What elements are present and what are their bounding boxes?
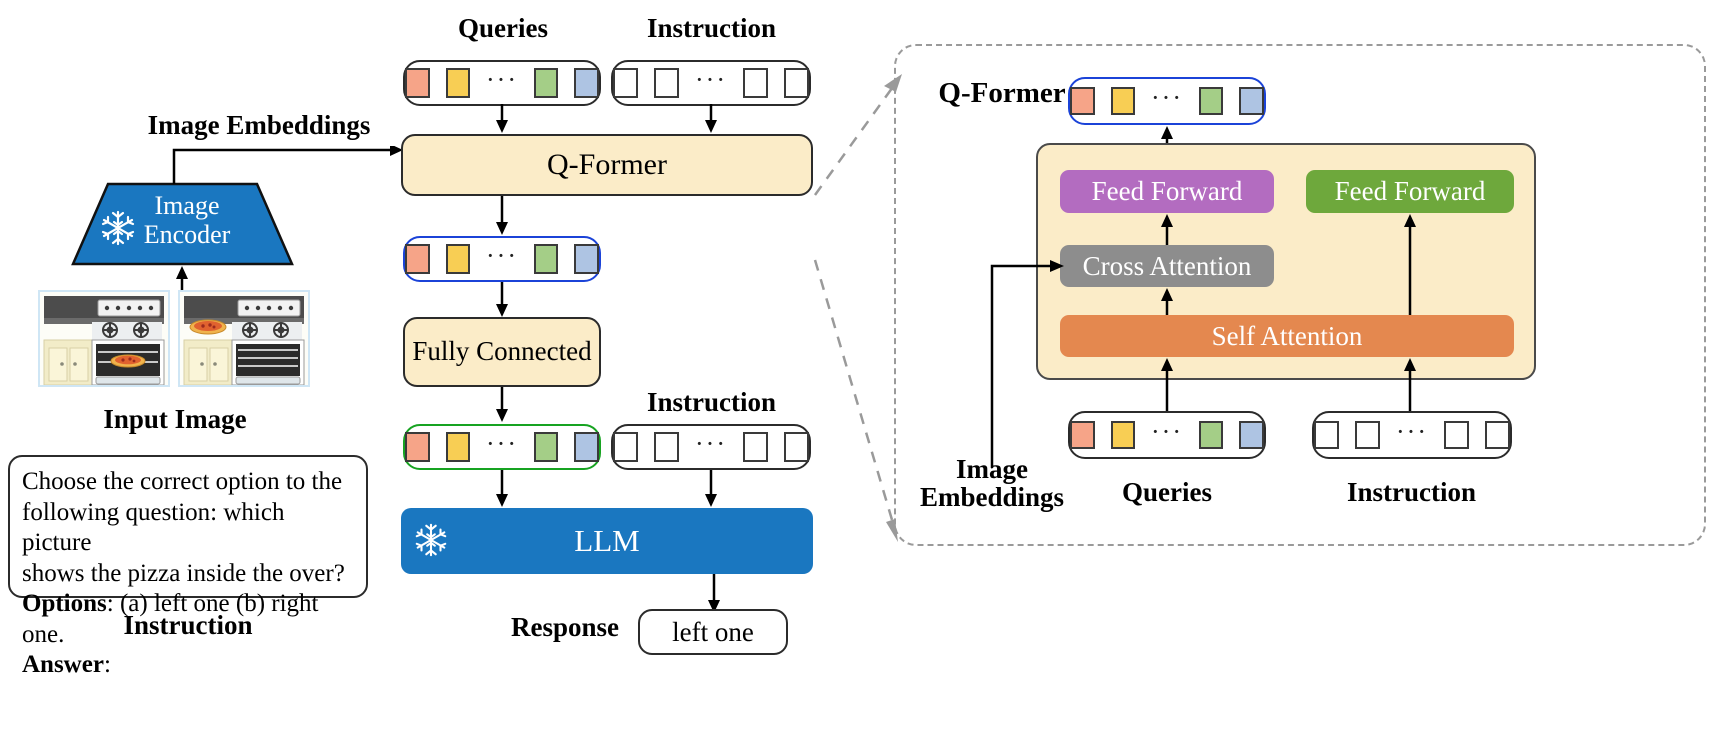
response-value-pill[interactable]: left one: [638, 609, 788, 655]
query-token-4: [574, 68, 599, 98]
arrow-instruction-to-qformer: [705, 104, 717, 133]
query-token-4: [574, 432, 599, 462]
instruction-line-2: following question: which picture: [22, 498, 285, 557]
response-label: Response: [510, 612, 619, 642]
query-token-3: [533, 244, 559, 274]
qformer-output-token-strip[interactable]: ···: [403, 236, 601, 282]
instruction-token-1: [613, 432, 638, 462]
query-token-2: [445, 432, 470, 462]
instruction-token-3: [1443, 421, 1469, 449]
instruction-options-line: Options: (a) left one (b) right one.: [22, 589, 354, 650]
right-image-embeddings-label: Image Embeddings: [919, 454, 1065, 513]
instruction-token-4: [783, 68, 809, 98]
query-token-3: [533, 68, 559, 98]
image-embeddings-label: Image Embeddings: [147, 110, 371, 140]
image-encoder-block[interactable]: [70, 182, 295, 267]
image-encoder-label: Image Encoder: [143, 191, 231, 249]
arrow-queries-to-qformer: [496, 104, 508, 133]
qformer-detail-output-tokens[interactable]: ···: [1068, 77, 1266, 125]
arrow-image-embeddings-to-cross-attention: [990, 260, 1064, 468]
arrow-instruction-to-llm: [705, 470, 717, 507]
query-token-4: [1239, 87, 1264, 115]
instruction-caption: Instruction: [123, 610, 253, 640]
snowflake-icon: [101, 210, 135, 246]
right-queries-label: Queries: [1122, 477, 1212, 507]
arrow-tokens-to-fully-connected: [496, 282, 508, 317]
input-thumbnail-left[interactable]: [38, 290, 170, 387]
query-token-2: [445, 68, 470, 98]
arrow-tokens-to-llm: [496, 470, 508, 507]
instruction-token-strip-top[interactable]: ···: [611, 60, 811, 106]
arrow-self-attention-to-feed-forward-text: [1404, 214, 1416, 316]
answer-key: Answer: [22, 651, 104, 678]
instruction-token-3: [742, 68, 768, 98]
instruction-token-2: [654, 432, 679, 462]
qformer-block[interactable]: Q-Former: [401, 134, 813, 196]
arrow-qformer-to-query-output: [496, 196, 508, 235]
qformer-detail-title: Q-Former: [938, 77, 1066, 109]
instruction-token-3: [742, 432, 768, 462]
options-key: Options: [22, 590, 107, 617]
right-instruction-label: Instruction: [1346, 477, 1476, 507]
arrow-self-attention-to-cross-attention: [1161, 288, 1173, 318]
arrow-llm-to-response: [708, 574, 720, 613]
query-token-1: [1070, 421, 1095, 449]
arrow-queries-to-self-attention: [1161, 358, 1173, 411]
instruction-token-2: [654, 68, 679, 98]
arrow-image-embeddings-to-qformer: [172, 146, 403, 184]
feed-forward-text-block[interactable]: Feed Forward: [1306, 170, 1514, 213]
instruction-token-4: [783, 432, 809, 462]
queries-label-top: Queries: [458, 13, 548, 43]
query-token-1: [405, 244, 430, 274]
arrow-fully-connected-to-tokens: [496, 387, 508, 422]
cross-attention-block[interactable]: Cross Attention: [1060, 245, 1274, 287]
instruction-label-mid: Instruction: [646, 387, 776, 417]
query-token-2: [1110, 421, 1135, 449]
query-token-3: [1198, 421, 1224, 449]
snowflake-icon: [415, 523, 447, 557]
query-token-1: [405, 432, 430, 462]
projected-token-strip[interactable]: ···: [403, 424, 601, 470]
self-attention-block[interactable]: Self Attention: [1060, 315, 1514, 357]
query-token-2: [445, 244, 470, 274]
instruction-token-1: [1314, 421, 1339, 449]
qformer-detail-instruction-strip[interactable]: ···: [1312, 411, 1512, 459]
fully-connected-block[interactable]: Fully Connected: [403, 317, 601, 387]
instruction-token-2: [1355, 421, 1380, 449]
instruction-line-1: Choose the correct option to the: [22, 468, 343, 495]
answer-value: :: [103, 651, 111, 678]
instruction-card[interactable]: Choose the correct option to the followi…: [8, 455, 368, 678]
arrow-instruction-to-self-attention: [1404, 358, 1416, 411]
instruction-token-1: [613, 68, 638, 98]
query-token-4: [1239, 421, 1264, 449]
options-value: : (a) left one (b) right one.: [22, 590, 319, 648]
qformer-detail-panel: [894, 44, 1706, 546]
instruction-answer-line: Answer:: [22, 650, 354, 681]
llm-block[interactable]: LLM: [401, 508, 813, 574]
query-token-4: [574, 244, 599, 274]
query-token-1: [1070, 87, 1095, 115]
query-token-2: [1110, 87, 1135, 115]
query-token-1: [405, 68, 430, 98]
queries-token-strip-top[interactable]: ···: [403, 60, 601, 106]
input-image-label: Input Image: [103, 404, 247, 434]
instruction-token-4: [1484, 421, 1510, 449]
feed-forward-query-block[interactable]: Feed Forward: [1060, 170, 1274, 213]
input-thumbnail-right[interactable]: [178, 290, 310, 387]
instruction-line-3: shows the pizza inside the over?: [22, 559, 345, 587]
instruction-token-strip-mid[interactable]: ···: [611, 424, 811, 470]
query-token-3: [1198, 87, 1224, 115]
instruction-label-top: Instruction: [646, 13, 776, 43]
qformer-detail-queries-strip[interactable]: ···: [1068, 411, 1266, 459]
query-token-3: [533, 432, 559, 462]
